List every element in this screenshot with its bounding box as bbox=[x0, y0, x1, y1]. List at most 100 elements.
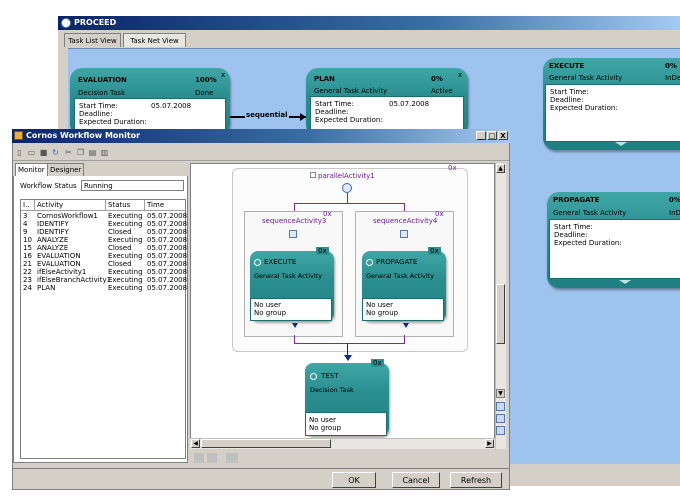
workflow-monitor-title-bar[interactable]: Cornos Workflow Monitor _ □ X bbox=[12, 129, 510, 143]
branch-node-icon[interactable] bbox=[342, 183, 352, 193]
col-header-activity[interactable]: Activity bbox=[37, 201, 64, 209]
deadline-label: Deadline: bbox=[550, 96, 584, 104]
cell-activity: ANALYZE bbox=[37, 236, 69, 244]
card-percent: 0% bbox=[669, 196, 680, 204]
edge-label: sequential bbox=[245, 111, 289, 119]
window-title: Cornos Workflow Monitor bbox=[26, 131, 141, 140]
paste-icon[interactable]: ▤ bbox=[88, 148, 97, 157]
parallel-icon bbox=[310, 172, 316, 178]
minimize-button[interactable]: _ bbox=[476, 131, 486, 140]
cell-time: 05.07.2008 bbox=[147, 236, 188, 244]
new-icon[interactable]: ▯ bbox=[17, 148, 22, 157]
cell-status: Executing bbox=[108, 212, 143, 220]
horizontal-scrollbar[interactable] bbox=[190, 438, 495, 449]
h-scroll-thumb[interactable] bbox=[201, 439, 331, 448]
print-icon[interactable]: ▥ bbox=[100, 148, 109, 157]
parallel-activity-label: parallelActivity1 bbox=[318, 172, 375, 180]
column-separator[interactable] bbox=[144, 200, 145, 210]
fit-icon[interactable] bbox=[226, 453, 238, 463]
scroll-right-button[interactable]: ▶ bbox=[485, 439, 494, 448]
scroll-thumb[interactable] bbox=[496, 284, 505, 344]
deadline-label: Deadline: bbox=[315, 108, 349, 116]
column-separator[interactable] bbox=[105, 200, 106, 210]
activity-table[interactable] bbox=[20, 199, 186, 459]
start-time-value: 05.07.2008 bbox=[389, 100, 430, 108]
task-icon bbox=[310, 373, 317, 380]
task-propagate[interactable]: PROPAGATE General Task Activity 0x No us… bbox=[362, 247, 446, 321]
save-icon[interactable]: ■ bbox=[39, 148, 48, 157]
card-plan[interactable]: PLAN 0% x General Task Activity Active S… bbox=[306, 68, 468, 136]
task-user: No user bbox=[309, 416, 337, 424]
cut-icon[interactable]: ✂ bbox=[65, 148, 72, 157]
connector bbox=[294, 335, 295, 343]
card-percent: 100% bbox=[195, 76, 217, 84]
card-evaluation[interactable]: EVALUATION 100% x Decision Task Done Sta… bbox=[70, 68, 230, 136]
page-icon[interactable] bbox=[194, 453, 204, 463]
cell-id: 22 bbox=[23, 268, 32, 276]
card-state: InDe bbox=[669, 209, 680, 217]
zoom-in-icon[interactable] bbox=[496, 402, 505, 411]
card-close-icon[interactable]: x bbox=[221, 71, 226, 79]
task-group: No group bbox=[254, 309, 287, 317]
connector bbox=[404, 335, 405, 343]
zoom-out-icon[interactable] bbox=[496, 414, 505, 423]
col-header-time[interactable]: Time bbox=[147, 201, 165, 209]
card-close-icon[interactable]: x bbox=[458, 71, 463, 79]
card-details: Start Time: Deadline: Expected Duration: bbox=[545, 84, 680, 142]
connector bbox=[294, 203, 295, 211]
card-propagate[interactable]: PROPAGATE 0% General Task Activity InDe … bbox=[547, 192, 680, 288]
cell-time: 05.07.2008 bbox=[147, 252, 188, 260]
pan-icon[interactable] bbox=[496, 426, 505, 435]
task-assignment: No user No group bbox=[362, 298, 444, 321]
tab-designer[interactable]: Designer bbox=[47, 163, 85, 176]
proceed-title-bar[interactable]: PROCEED bbox=[58, 16, 680, 30]
refresh-icon[interactable]: ↻ bbox=[52, 148, 59, 157]
task-group: No group bbox=[309, 424, 342, 432]
col-header-id[interactable]: I.. bbox=[23, 201, 30, 209]
proceed-app-icon bbox=[61, 18, 71, 28]
scroll-down-button[interactable]: ▼ bbox=[496, 389, 505, 398]
tab-monitor[interactable]: Monitor bbox=[15, 163, 48, 176]
start-time-label: Start Time: bbox=[554, 223, 593, 231]
cancel-button[interactable]: Cancel bbox=[392, 472, 440, 488]
card-type: Decision Task bbox=[78, 89, 126, 97]
tab-task-list-view[interactable]: Task List View bbox=[64, 33, 121, 47]
open-icon[interactable]: ▭ bbox=[27, 148, 36, 157]
refresh-button[interactable]: Refresh bbox=[450, 472, 502, 488]
start-time-label: Start Time: bbox=[315, 100, 354, 108]
scroll-left-button[interactable]: ◀ bbox=[191, 439, 200, 448]
task-test[interactable]: TEST Decision Task 0x No user No group bbox=[305, 359, 389, 436]
col-header-status[interactable]: Status bbox=[108, 201, 131, 209]
grid-icon[interactable] bbox=[207, 453, 217, 463]
card-title: EXECUTE bbox=[549, 62, 585, 70]
expand-arrow-icon[interactable] bbox=[619, 280, 631, 284]
start-time-label: Start Time: bbox=[550, 88, 589, 96]
scroll-up-button[interactable]: ▲ bbox=[496, 164, 505, 173]
task-execute[interactable]: EXECUTE General Task Activity 0x No user… bbox=[250, 247, 334, 321]
ok-button[interactable]: OK bbox=[332, 472, 376, 488]
cell-id: 16 bbox=[23, 252, 32, 260]
close-button[interactable]: X bbox=[498, 131, 508, 140]
cell-time: 05.07.2008 bbox=[147, 228, 188, 236]
column-separator[interactable] bbox=[34, 200, 35, 210]
card-state: Active bbox=[431, 87, 453, 95]
expand-arrow-icon[interactable] bbox=[615, 142, 627, 146]
cell-time: 05.07.2008 bbox=[147, 220, 188, 228]
tab-task-net-view[interactable]: Task Net View bbox=[123, 33, 186, 47]
copy-icon[interactable]: ❐ bbox=[76, 148, 85, 157]
sequence-label-right: sequenceActivity4 bbox=[373, 217, 438, 225]
connector bbox=[294, 343, 405, 344]
proceed-title: PROCEED bbox=[74, 18, 117, 27]
card-execute[interactable]: EXECUTE 0% General Task Activity InDe St… bbox=[543, 58, 680, 150]
maximize-button[interactable]: □ bbox=[487, 131, 497, 140]
